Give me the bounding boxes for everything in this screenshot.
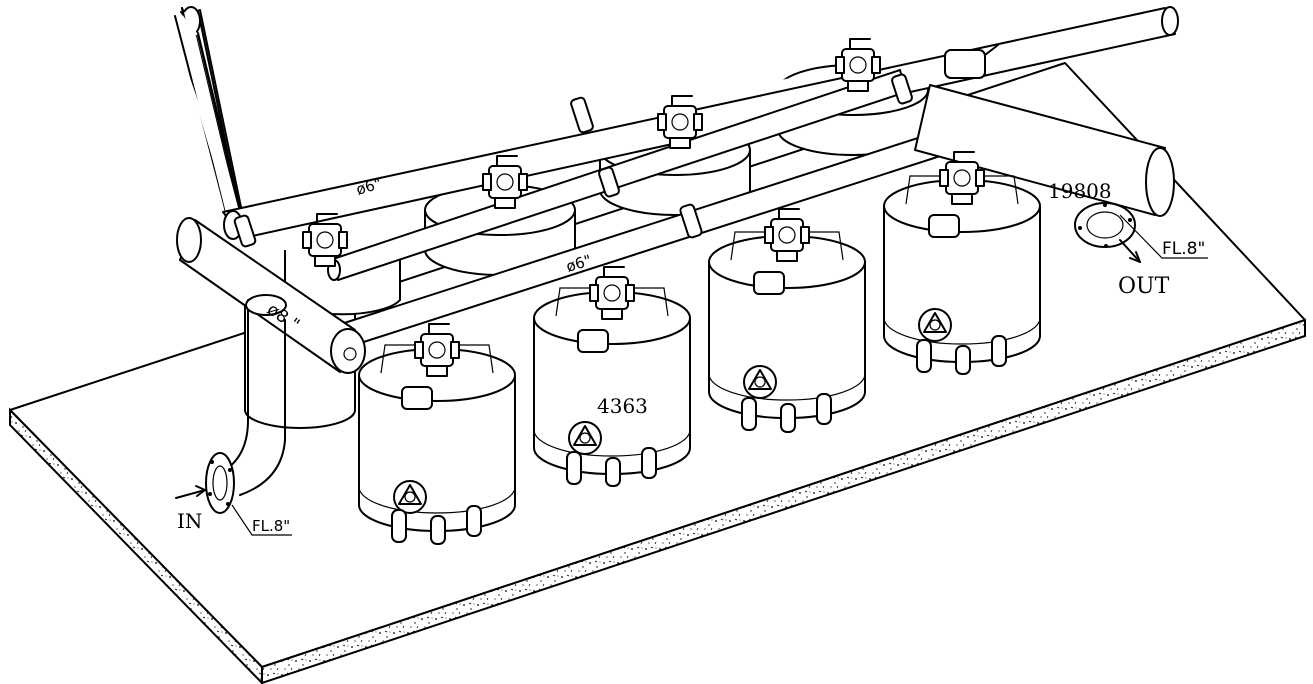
outlet-flange-label: FL.8" bbox=[1162, 239, 1205, 259]
inlet-flange-label: FL.8" bbox=[252, 517, 290, 535]
rear-tanks bbox=[244, 64, 929, 429]
front-tank-4 bbox=[883, 151, 1041, 375]
front-tank-3 bbox=[708, 208, 866, 433]
pipe-clamps bbox=[233, 73, 913, 248]
length-dimension-label: 19808 bbox=[1048, 179, 1112, 203]
front-tank-2 bbox=[533, 266, 691, 487]
width-dimension-label: 4363 bbox=[597, 394, 648, 418]
inlet-label: IN bbox=[177, 509, 202, 533]
inlet-annotation: IN FL.8" bbox=[175, 485, 292, 536]
outlet-pipe bbox=[914, 44, 1175, 248]
front-tank-1 bbox=[358, 323, 516, 545]
inlet-pipe bbox=[205, 294, 287, 514]
outlet-annotation: OUT FL.8" bbox=[1118, 214, 1208, 299]
outlet-label: OUT bbox=[1118, 274, 1170, 299]
header-pipes bbox=[170, 10, 246, 238]
